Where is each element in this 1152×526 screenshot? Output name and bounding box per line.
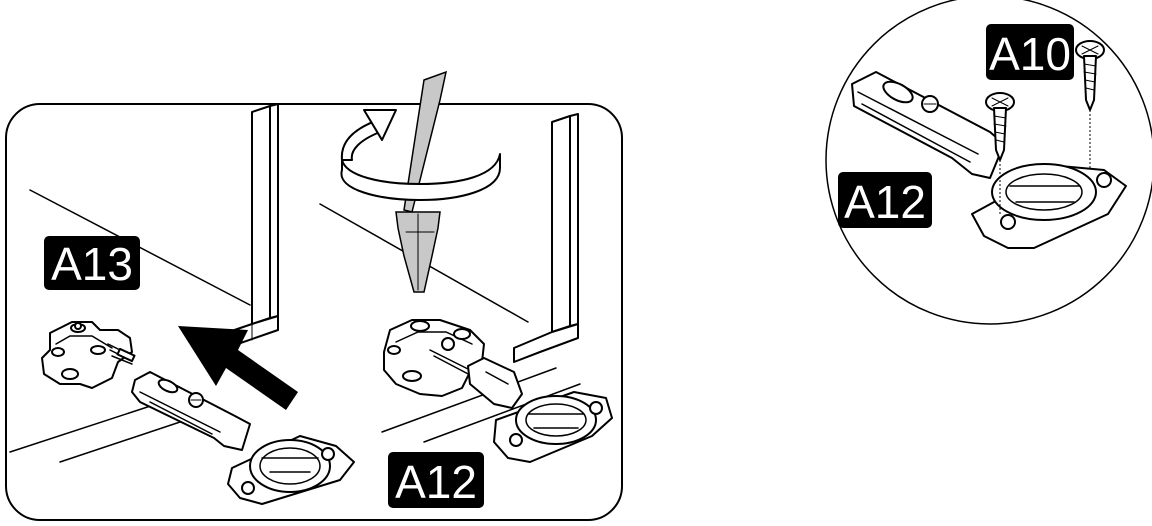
label-a10-text: A10 — [989, 28, 1071, 80]
label-a13-text: A13 — [51, 238, 133, 290]
cabinet-door-right — [513, 113, 579, 363]
mounting-plate-a13 — [41, 321, 136, 389]
hinge-cup-left — [227, 435, 355, 505]
rotate-arrow-icon — [340, 109, 501, 201]
label-a13: A13 — [44, 236, 140, 290]
hinge-arm-left — [131, 371, 251, 451]
label-a12-main-text: A12 — [395, 456, 477, 508]
left-scene: A13 — [9, 103, 355, 505]
cabinet-bottom-edge-right-2 — [423, 383, 581, 443]
hinge-cup-right — [493, 391, 613, 463]
push-arrow-icon — [178, 326, 298, 410]
label-a12-detail-text: A12 — [844, 176, 926, 228]
screwdriver-icon — [395, 70, 448, 293]
cabinet-bottom-edge-right-1 — [381, 367, 557, 433]
label-a12-main: A12 — [388, 452, 484, 508]
detail-circle: A10 A12 — [825, 0, 1152, 325]
detail-hinge-cup — [971, 163, 1127, 249]
label-a10: A10 — [986, 24, 1074, 80]
label-a12-detail: A12 — [838, 172, 932, 228]
right-scene: A12 — [319, 70, 613, 508]
screw-icon-2 — [1075, 40, 1105, 168]
detail-hinge-arm — [851, 71, 1005, 179]
cabinet-bottom-edge-1 — [9, 397, 176, 453]
hinge-arm-right — [467, 357, 523, 409]
main-panel — [5, 103, 623, 521]
mounting-plate-right — [383, 319, 485, 397]
screw-icon-1 — [985, 92, 1015, 216]
